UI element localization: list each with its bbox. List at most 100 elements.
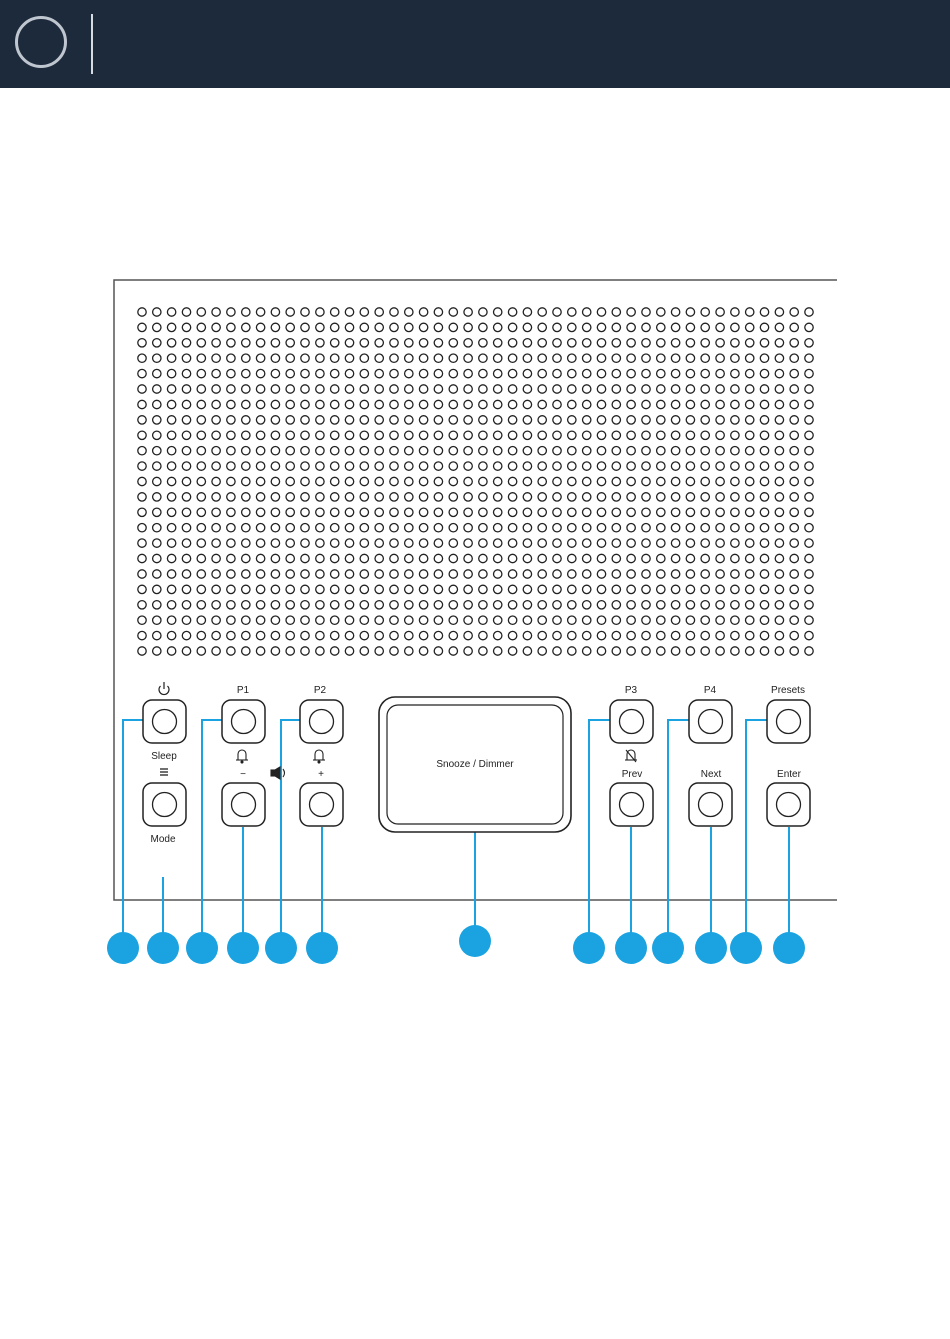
speaker-hole <box>375 354 383 362</box>
speaker-hole <box>686 354 694 362</box>
speaker-hole <box>553 647 561 655</box>
mode-button[interactable] <box>143 783 186 826</box>
speaker-hole <box>627 493 635 501</box>
speaker-hole <box>790 462 798 470</box>
speaker-hole <box>464 539 472 547</box>
speaker-hole <box>523 369 531 377</box>
speaker-hole <box>419 493 427 501</box>
speaker-hole <box>167 339 175 347</box>
speaker-hole <box>760 601 768 609</box>
speaker-hole <box>464 447 472 455</box>
speaker-hole <box>671 400 679 408</box>
speaker-hole <box>657 493 665 501</box>
speaker-hole <box>790 524 798 532</box>
speaker-hole <box>271 570 279 578</box>
speaker-hole <box>627 616 635 624</box>
speaker-hole <box>405 339 413 347</box>
speaker-hole <box>642 447 650 455</box>
speaker-hole <box>153 400 161 408</box>
speaker-hole <box>331 400 339 408</box>
speaker-hole <box>657 447 665 455</box>
speaker-hole <box>419 601 427 609</box>
speaker-hole <box>316 354 324 362</box>
speaker-hole <box>538 570 546 578</box>
speaker-hole <box>331 308 339 316</box>
speaker-hole <box>138 308 146 316</box>
speaker-hole <box>612 647 620 655</box>
prev-button[interactable] <box>610 783 653 826</box>
enter-button[interactable] <box>767 783 810 826</box>
speaker-hole <box>775 308 783 316</box>
speaker-hole <box>197 539 205 547</box>
speaker-hole <box>612 323 620 331</box>
speaker-hole <box>523 524 531 532</box>
speaker-hole <box>390 369 398 377</box>
speaker-hole <box>479 524 487 532</box>
speaker-hole <box>375 323 383 331</box>
speaker-hole <box>805 631 813 639</box>
speaker-hole <box>716 601 724 609</box>
speaker-hole <box>286 369 294 377</box>
speaker-hole <box>227 400 235 408</box>
speaker-hole <box>775 462 783 470</box>
speaker-hole <box>686 524 694 532</box>
speaker-hole <box>138 462 146 470</box>
speaker-hole <box>746 400 754 408</box>
speaker-hole <box>686 308 694 316</box>
speaker-hole <box>242 524 250 532</box>
speaker-hole <box>760 308 768 316</box>
speaker-hole <box>405 631 413 639</box>
speaker-hole <box>286 308 294 316</box>
speaker-hole <box>375 477 383 485</box>
speaker-hole <box>286 477 294 485</box>
speaker-hole <box>464 431 472 439</box>
speaker-hole <box>138 477 146 485</box>
speaker-hole <box>182 524 190 532</box>
p4-button[interactable] <box>689 700 732 743</box>
speaker-hole <box>405 431 413 439</box>
p1-button[interactable] <box>222 700 265 743</box>
next-button[interactable] <box>689 783 732 826</box>
presets-button[interactable] <box>767 700 810 743</box>
speaker-hole <box>182 585 190 593</box>
speaker-hole <box>419 647 427 655</box>
speaker-hole <box>716 385 724 393</box>
speaker-hole <box>138 431 146 439</box>
speaker-hole <box>286 339 294 347</box>
speaker-hole <box>627 631 635 639</box>
speaker-hole <box>153 462 161 470</box>
speaker-hole <box>242 601 250 609</box>
speaker-hole <box>508 585 516 593</box>
speaker-hole <box>182 339 190 347</box>
speaker-hole <box>182 477 190 485</box>
speaker-hole <box>153 585 161 593</box>
speaker-hole <box>657 354 665 362</box>
speaker-hole <box>494 616 502 624</box>
speaker-hole <box>479 339 487 347</box>
speaker-hole <box>212 647 220 655</box>
speaker-hole <box>197 400 205 408</box>
speaker-hole <box>553 462 561 470</box>
speaker-hole <box>805 400 813 408</box>
speaker-hole <box>390 631 398 639</box>
speaker-hole <box>360 631 368 639</box>
speaker-hole <box>568 493 576 501</box>
speaker-hole <box>301 354 309 362</box>
p3-button[interactable] <box>610 700 653 743</box>
sleep-button[interactable] <box>143 700 186 743</box>
speaker-hole <box>746 385 754 393</box>
speaker-hole <box>227 601 235 609</box>
speaker-hole <box>331 554 339 562</box>
speaker-hole <box>538 339 546 347</box>
speaker-hole <box>671 631 679 639</box>
speaker-hole <box>686 462 694 470</box>
speaker-hole <box>464 400 472 408</box>
speaker-hole <box>345 323 353 331</box>
p2-button[interactable] <box>300 700 343 743</box>
speaker-hole <box>760 616 768 624</box>
speaker-hole <box>390 416 398 424</box>
alarm1-minus-button[interactable] <box>222 783 265 826</box>
alarm2-plus-button[interactable] <box>300 783 343 826</box>
speaker-hole <box>701 601 709 609</box>
speaker-hole <box>583 647 591 655</box>
